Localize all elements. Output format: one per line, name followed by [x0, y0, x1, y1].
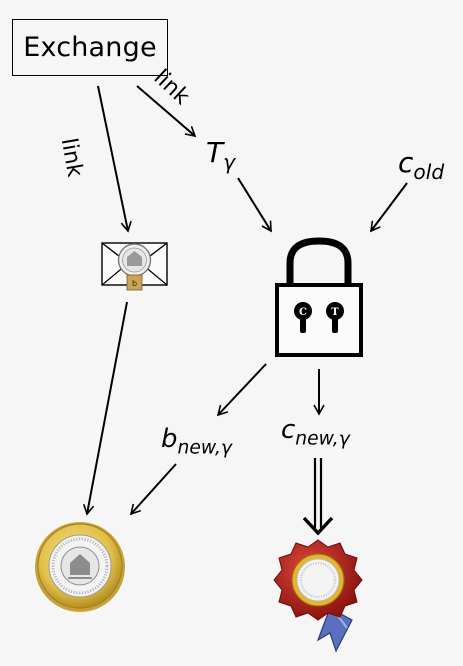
edges: [82, 85, 408, 536]
padlock-icon: C T: [275, 237, 363, 357]
edge-bnew-to-coin: [129, 463, 177, 516]
svg-text:C: C: [299, 307, 307, 318]
lock-key-t: T: [326, 302, 344, 333]
t-gamma-sub: γ: [223, 150, 236, 175]
envelope-tag: b: [132, 279, 137, 288]
c-new-base: c: [281, 415, 296, 445]
edge-exchange-to-envelope: [97, 85, 132, 233]
c-old-base: c: [398, 146, 414, 179]
edge-envelope-to-coin: [82, 301, 128, 516]
edge-exchange-to-tgamma: [136, 85, 197, 138]
c-new-sub: new,γ: [295, 428, 350, 450]
b-new-gamma-label: bnew,γ: [161, 424, 232, 459]
c-old-label: cold: [398, 146, 444, 184]
t-gamma-label: Tγ: [206, 136, 235, 174]
wax-seal-icon: [273, 539, 363, 653]
edge-cnew-to-seal-double: [313, 458, 323, 528]
b-new-sub: new,γ: [177, 437, 232, 459]
svg-text:T: T: [331, 307, 339, 318]
t-gamma-base: T: [206, 136, 224, 169]
exchange-node: Exchange: [12, 19, 168, 76]
lock-key-c: C: [294, 302, 312, 333]
exchange-label: Exchange: [23, 32, 157, 63]
edge-lock-to-bnew: [216, 363, 267, 417]
edge-cnew-to-seal-head: [302, 516, 334, 536]
b-new-base: b: [161, 424, 178, 454]
c-new-gamma-label: cnew,γ: [281, 415, 350, 450]
envelope-icon: b: [101, 242, 168, 291]
gold-coin-icon: [35, 522, 125, 612]
edge-tgamma-to-lock: [237, 177, 272, 233]
c-old-sub: old: [413, 160, 445, 185]
edge-cold-to-lock: [370, 182, 408, 233]
